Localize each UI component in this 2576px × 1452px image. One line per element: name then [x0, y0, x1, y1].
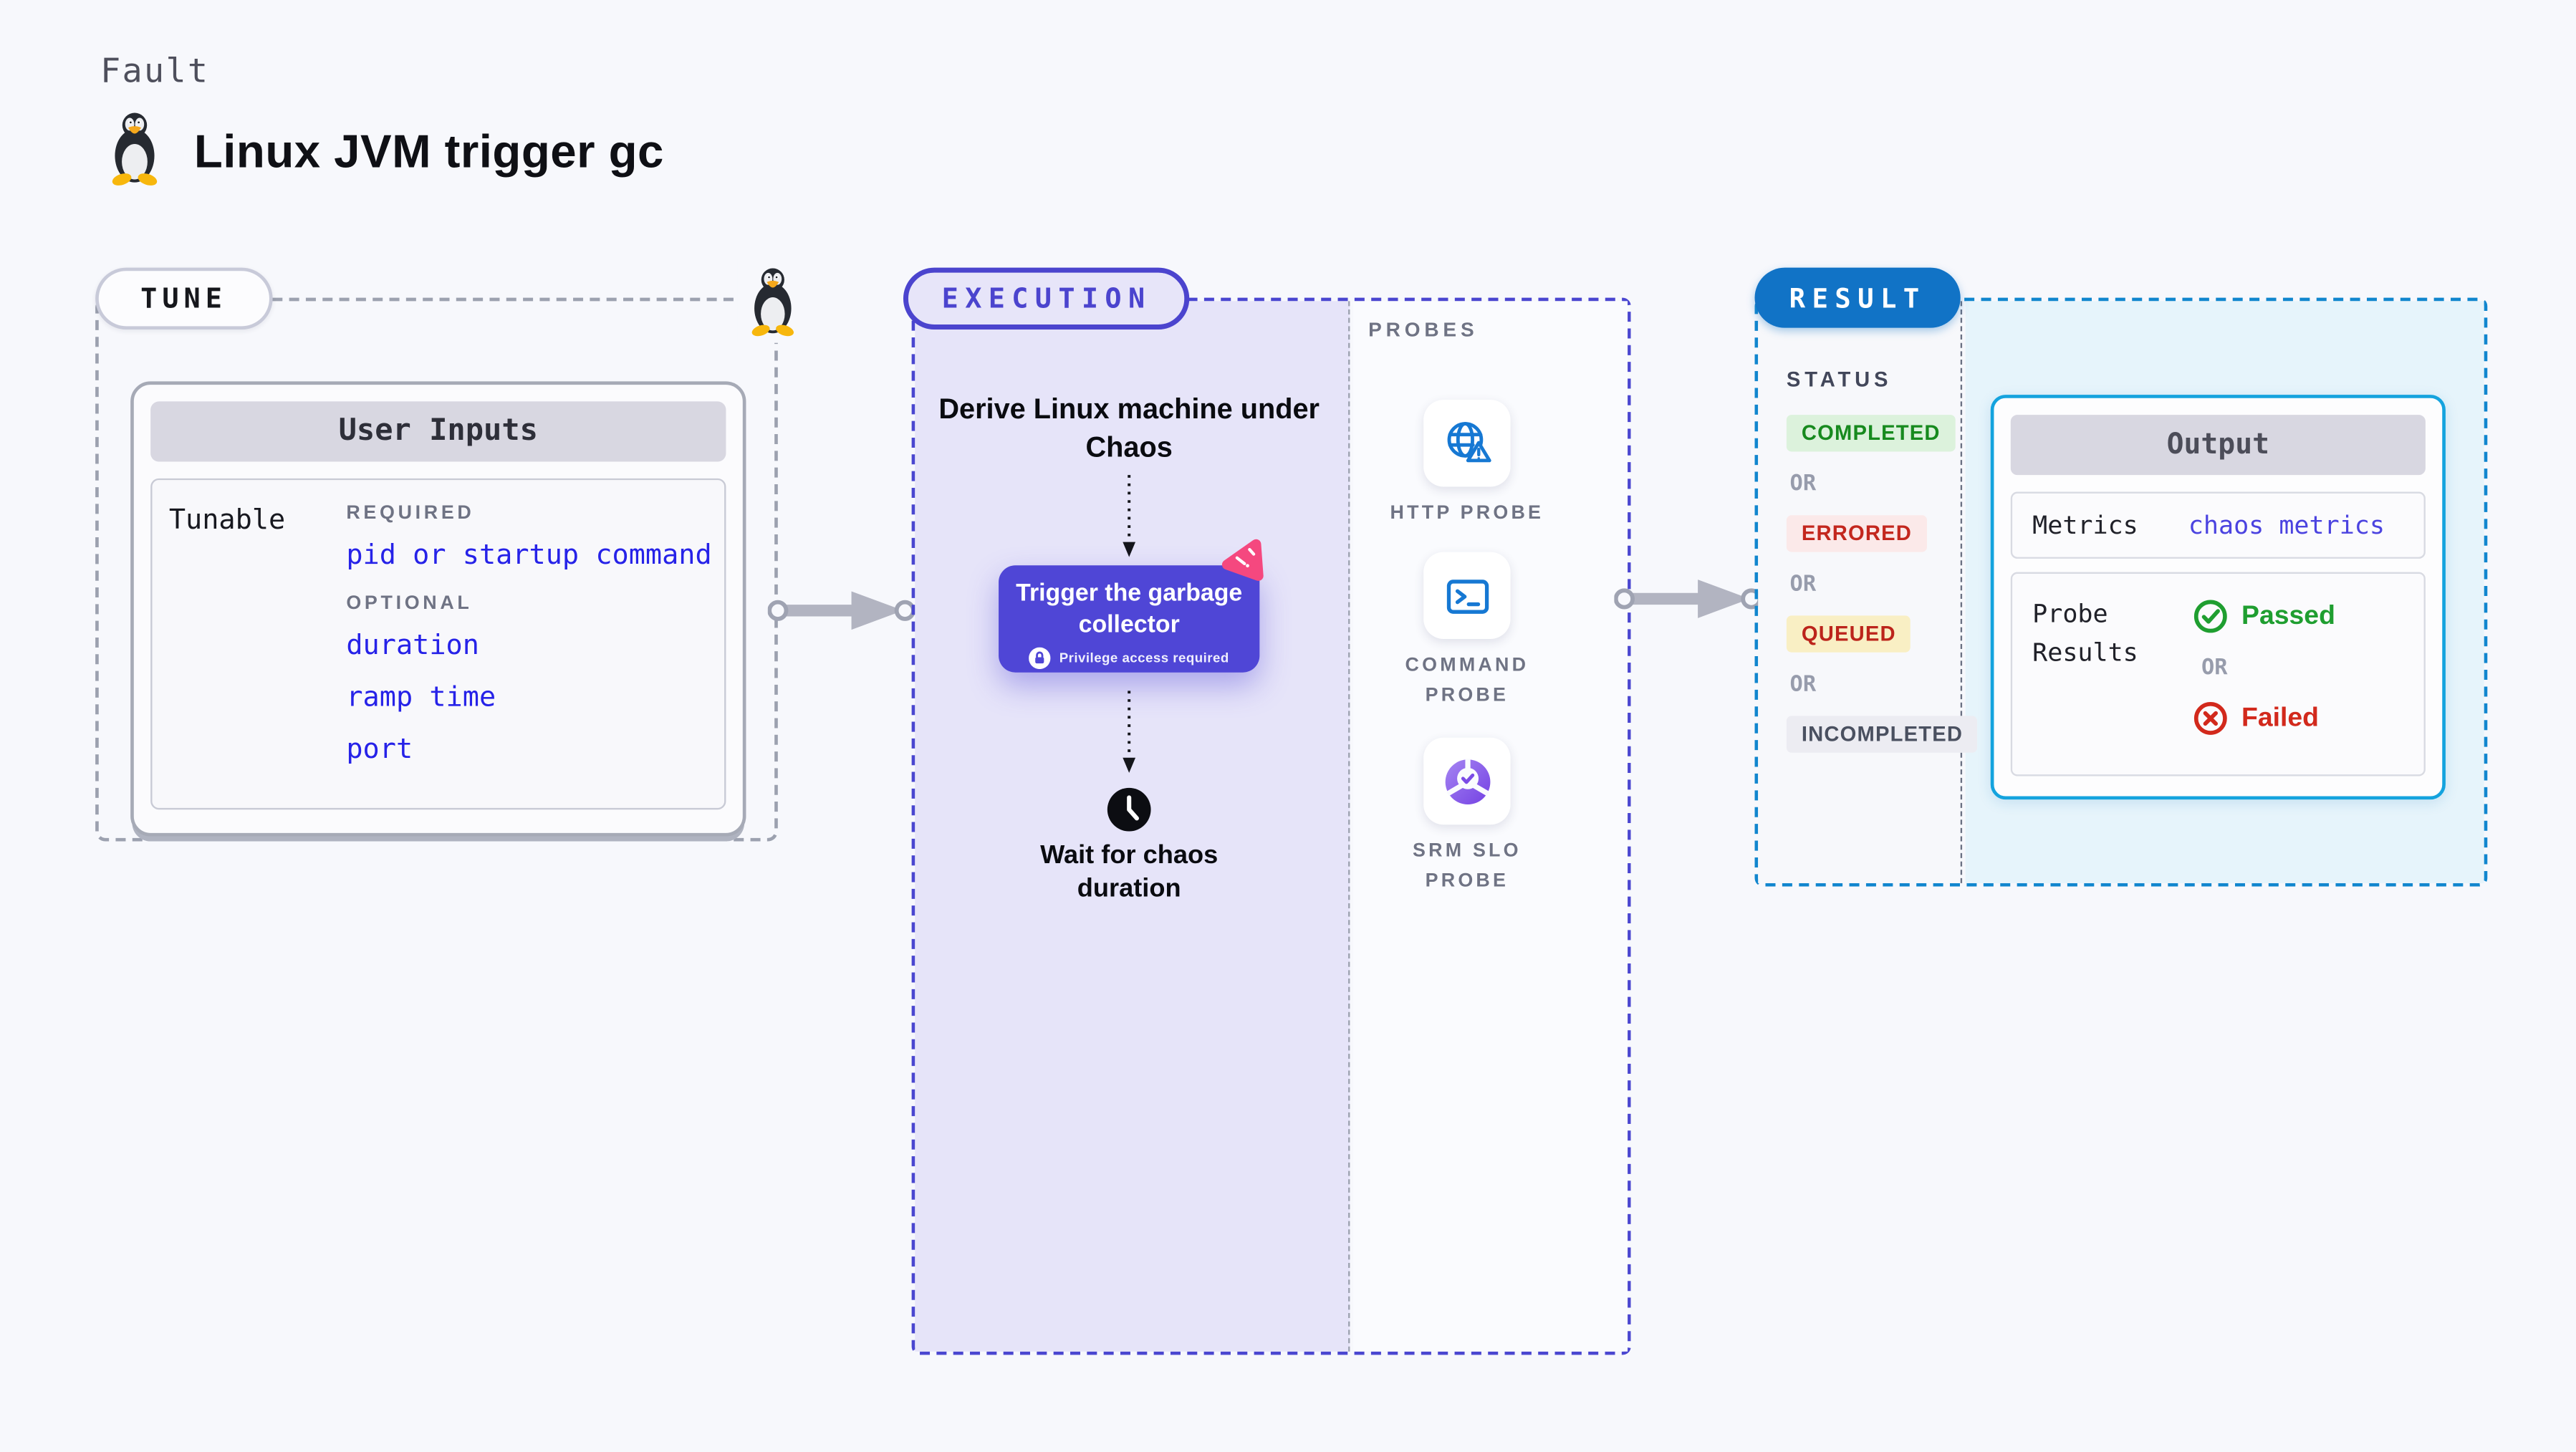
- trigger-gc-title: Trigger the garbage collector: [1016, 580, 1243, 638]
- lock-icon: [1029, 647, 1052, 670]
- or-separator: OR: [2201, 655, 2228, 681]
- probe-results-label: Probe Results: [2032, 598, 2138, 667]
- param-ramp-time: ramp time: [346, 681, 496, 713]
- derive-step-text: Derive Linux machine under Chaos: [938, 393, 1320, 463]
- globe-alert-icon: [1446, 420, 1491, 462]
- optional-group-label: OPTIONAL: [346, 593, 473, 614]
- command-probe-label: COMMAND PROBE: [1405, 655, 1529, 706]
- status-heading: STATUS: [1786, 367, 1893, 392]
- required-group-label: REQUIRED: [346, 503, 475, 524]
- tunable-fields: REQUIRED pid or startup command OPTIONAL…: [346, 504, 711, 784]
- trigger-gc-node[interactable]: Trigger the garbage collector Privilege …: [999, 565, 1260, 673]
- execution-pill: EXECUTION: [903, 267, 1191, 330]
- tune-to-execution-arrow: [767, 591, 915, 630]
- failed-line: Failed: [2193, 701, 2319, 736]
- srm-slo-probe-label: SRM SLO PROBE: [1412, 841, 1522, 892]
- fault-eyebrow: Fault: [100, 50, 210, 91]
- privilege-row: Privilege access required: [999, 647, 1259, 670]
- probe-results-row: Probe Results Passed OR Failed: [2010, 572, 2426, 777]
- srm-slo-probe-card[interactable]: [1423, 737, 1511, 825]
- user-inputs-body: Tunable REQUIRED pid or startup command …: [150, 478, 726, 810]
- command-probe-card[interactable]: [1423, 552, 1511, 640]
- or-separator: OR: [1789, 471, 1817, 497]
- result-pill: RESULT: [1754, 267, 1961, 328]
- user-inputs-card: User Inputs Tunable REQUIRED pid or star…: [130, 381, 746, 837]
- passed-line: Passed: [2193, 599, 2335, 634]
- status-badge-completed: COMPLETED: [1786, 415, 1956, 452]
- tune-pill: TUNE: [95, 267, 273, 330]
- or-separator: OR: [1789, 572, 1817, 597]
- user-inputs-title: User Inputs: [150, 401, 726, 462]
- passed-label: Passed: [2241, 601, 2335, 630]
- execution-to-result-arrow: [1614, 580, 1762, 618]
- check-circle-icon: [2193, 600, 2227, 633]
- x-circle-icon: [2193, 702, 2227, 735]
- probes-heading: PROBES: [1368, 317, 1479, 342]
- wait-step-text: Wait for chaos duration: [1040, 841, 1219, 904]
- metrics-value: chaos metrics: [2188, 510, 2385, 541]
- output-card: Output Metrics chaos metrics Probe Resul…: [1990, 395, 2446, 800]
- output-title: Output: [2010, 415, 2426, 476]
- pink-chaos-icon: [1221, 539, 1264, 581]
- http-probe-card[interactable]: [1423, 400, 1511, 487]
- status-badge-queued: QUEUED: [1786, 615, 1911, 653]
- status-badge-incompleted: INCOMPLETED: [1786, 716, 1979, 753]
- privilege-note: Privilege access required: [1059, 650, 1229, 666]
- terminal-icon: [1446, 579, 1489, 613]
- metrics-label: Metrics: [2032, 510, 2138, 541]
- status-badge-errored: ERRORED: [1786, 515, 1928, 552]
- page-title: Linux JVM trigger gc: [193, 125, 664, 178]
- failed-label: Failed: [2241, 703, 2319, 732]
- param-port: port: [346, 732, 413, 765]
- or-separator: OR: [1789, 672, 1817, 698]
- tux-penguin-icon: [110, 112, 159, 188]
- status-pane: [1758, 301, 1963, 883]
- down-arrow-icon: [1123, 475, 1136, 557]
- slo-pie-check-icon: [1444, 757, 1490, 804]
- param-pid-or-startup-command: pid or startup command: [346, 538, 712, 571]
- tunable-label: Tunable: [168, 503, 286, 536]
- status-column: STATUS COMPLETED OR ERRORED OR QUEUED OR…: [1786, 367, 1979, 773]
- tux-penguin-icon: [737, 259, 808, 343]
- param-duration: duration: [346, 628, 479, 661]
- tune-section: [95, 297, 778, 842]
- probe-results-values: Passed OR Failed: [2193, 599, 2335, 758]
- clock-icon: [1107, 787, 1151, 832]
- http-probe-label: HTTP PROBE: [1390, 503, 1544, 524]
- down-arrow-icon: [1123, 691, 1136, 773]
- metrics-row: Metrics chaos metrics: [2010, 491, 2426, 559]
